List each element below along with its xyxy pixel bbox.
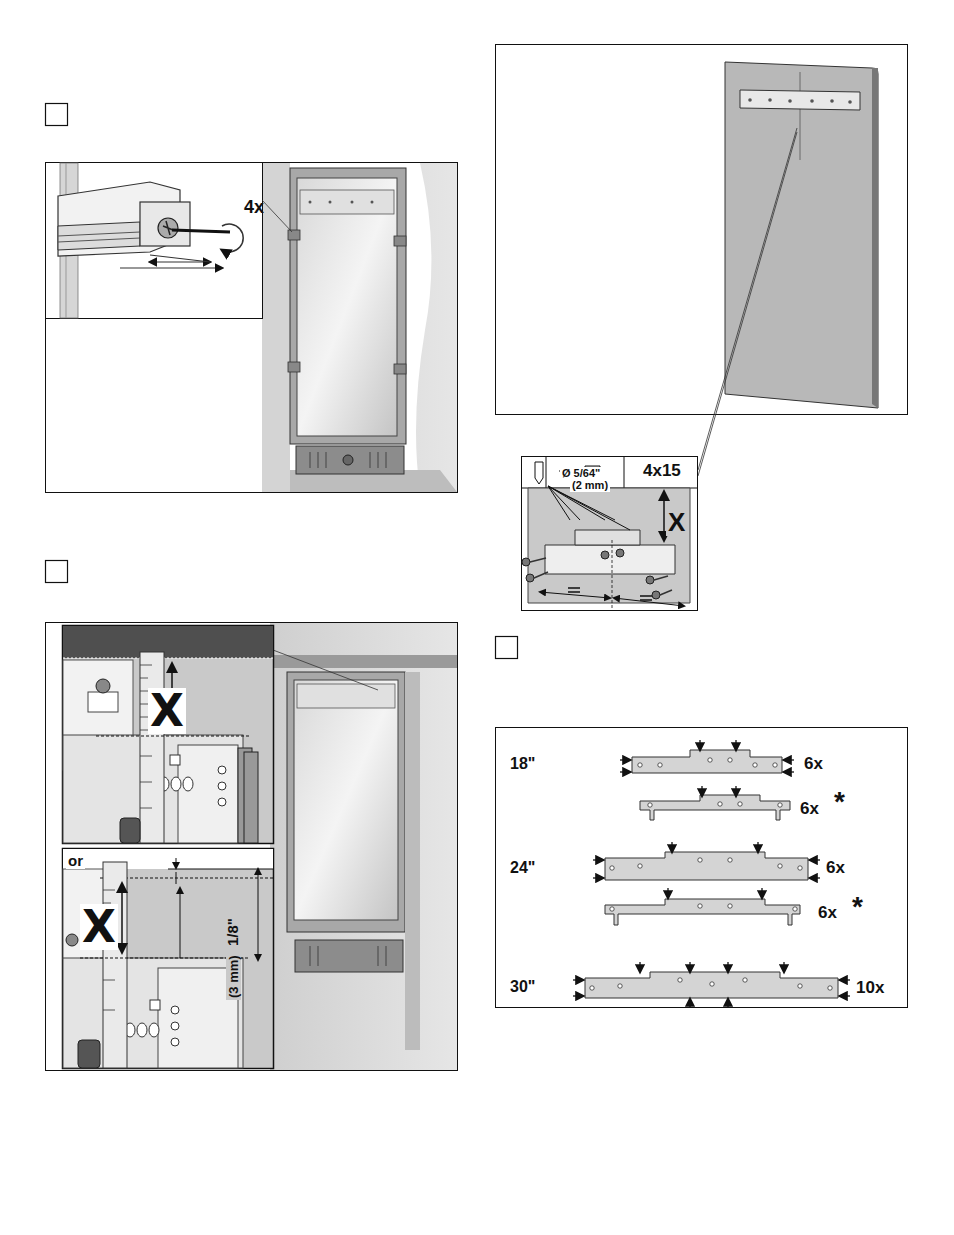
quantity-label: 6x <box>818 904 837 921</box>
bracket-width: 24" <box>510 860 535 876</box>
drill-size: (2 mm) <box>570 479 610 492</box>
dimension-letter: X <box>666 508 687 536</box>
note-asterisk: * <box>834 788 845 816</box>
screw-size: 4x15 <box>641 461 683 480</box>
quantity-label: 10x <box>856 979 884 996</box>
quantity-label: 6x <box>804 755 823 772</box>
dimension-value: 1/8" <box>224 916 241 948</box>
dimension-value: (3 mm) <box>226 953 241 1000</box>
bracket-width: 18" <box>510 756 535 772</box>
quantity-label: 4x <box>244 198 264 216</box>
dimension-letter: X <box>80 904 118 950</box>
bracket-width: 30" <box>510 979 535 995</box>
quantity-label: 6x <box>800 800 819 817</box>
note-asterisk: * <box>852 893 863 921</box>
quantity-label: 6x <box>826 859 845 876</box>
dimension-letter: X <box>148 688 186 734</box>
alternative-label: or <box>66 852 85 869</box>
